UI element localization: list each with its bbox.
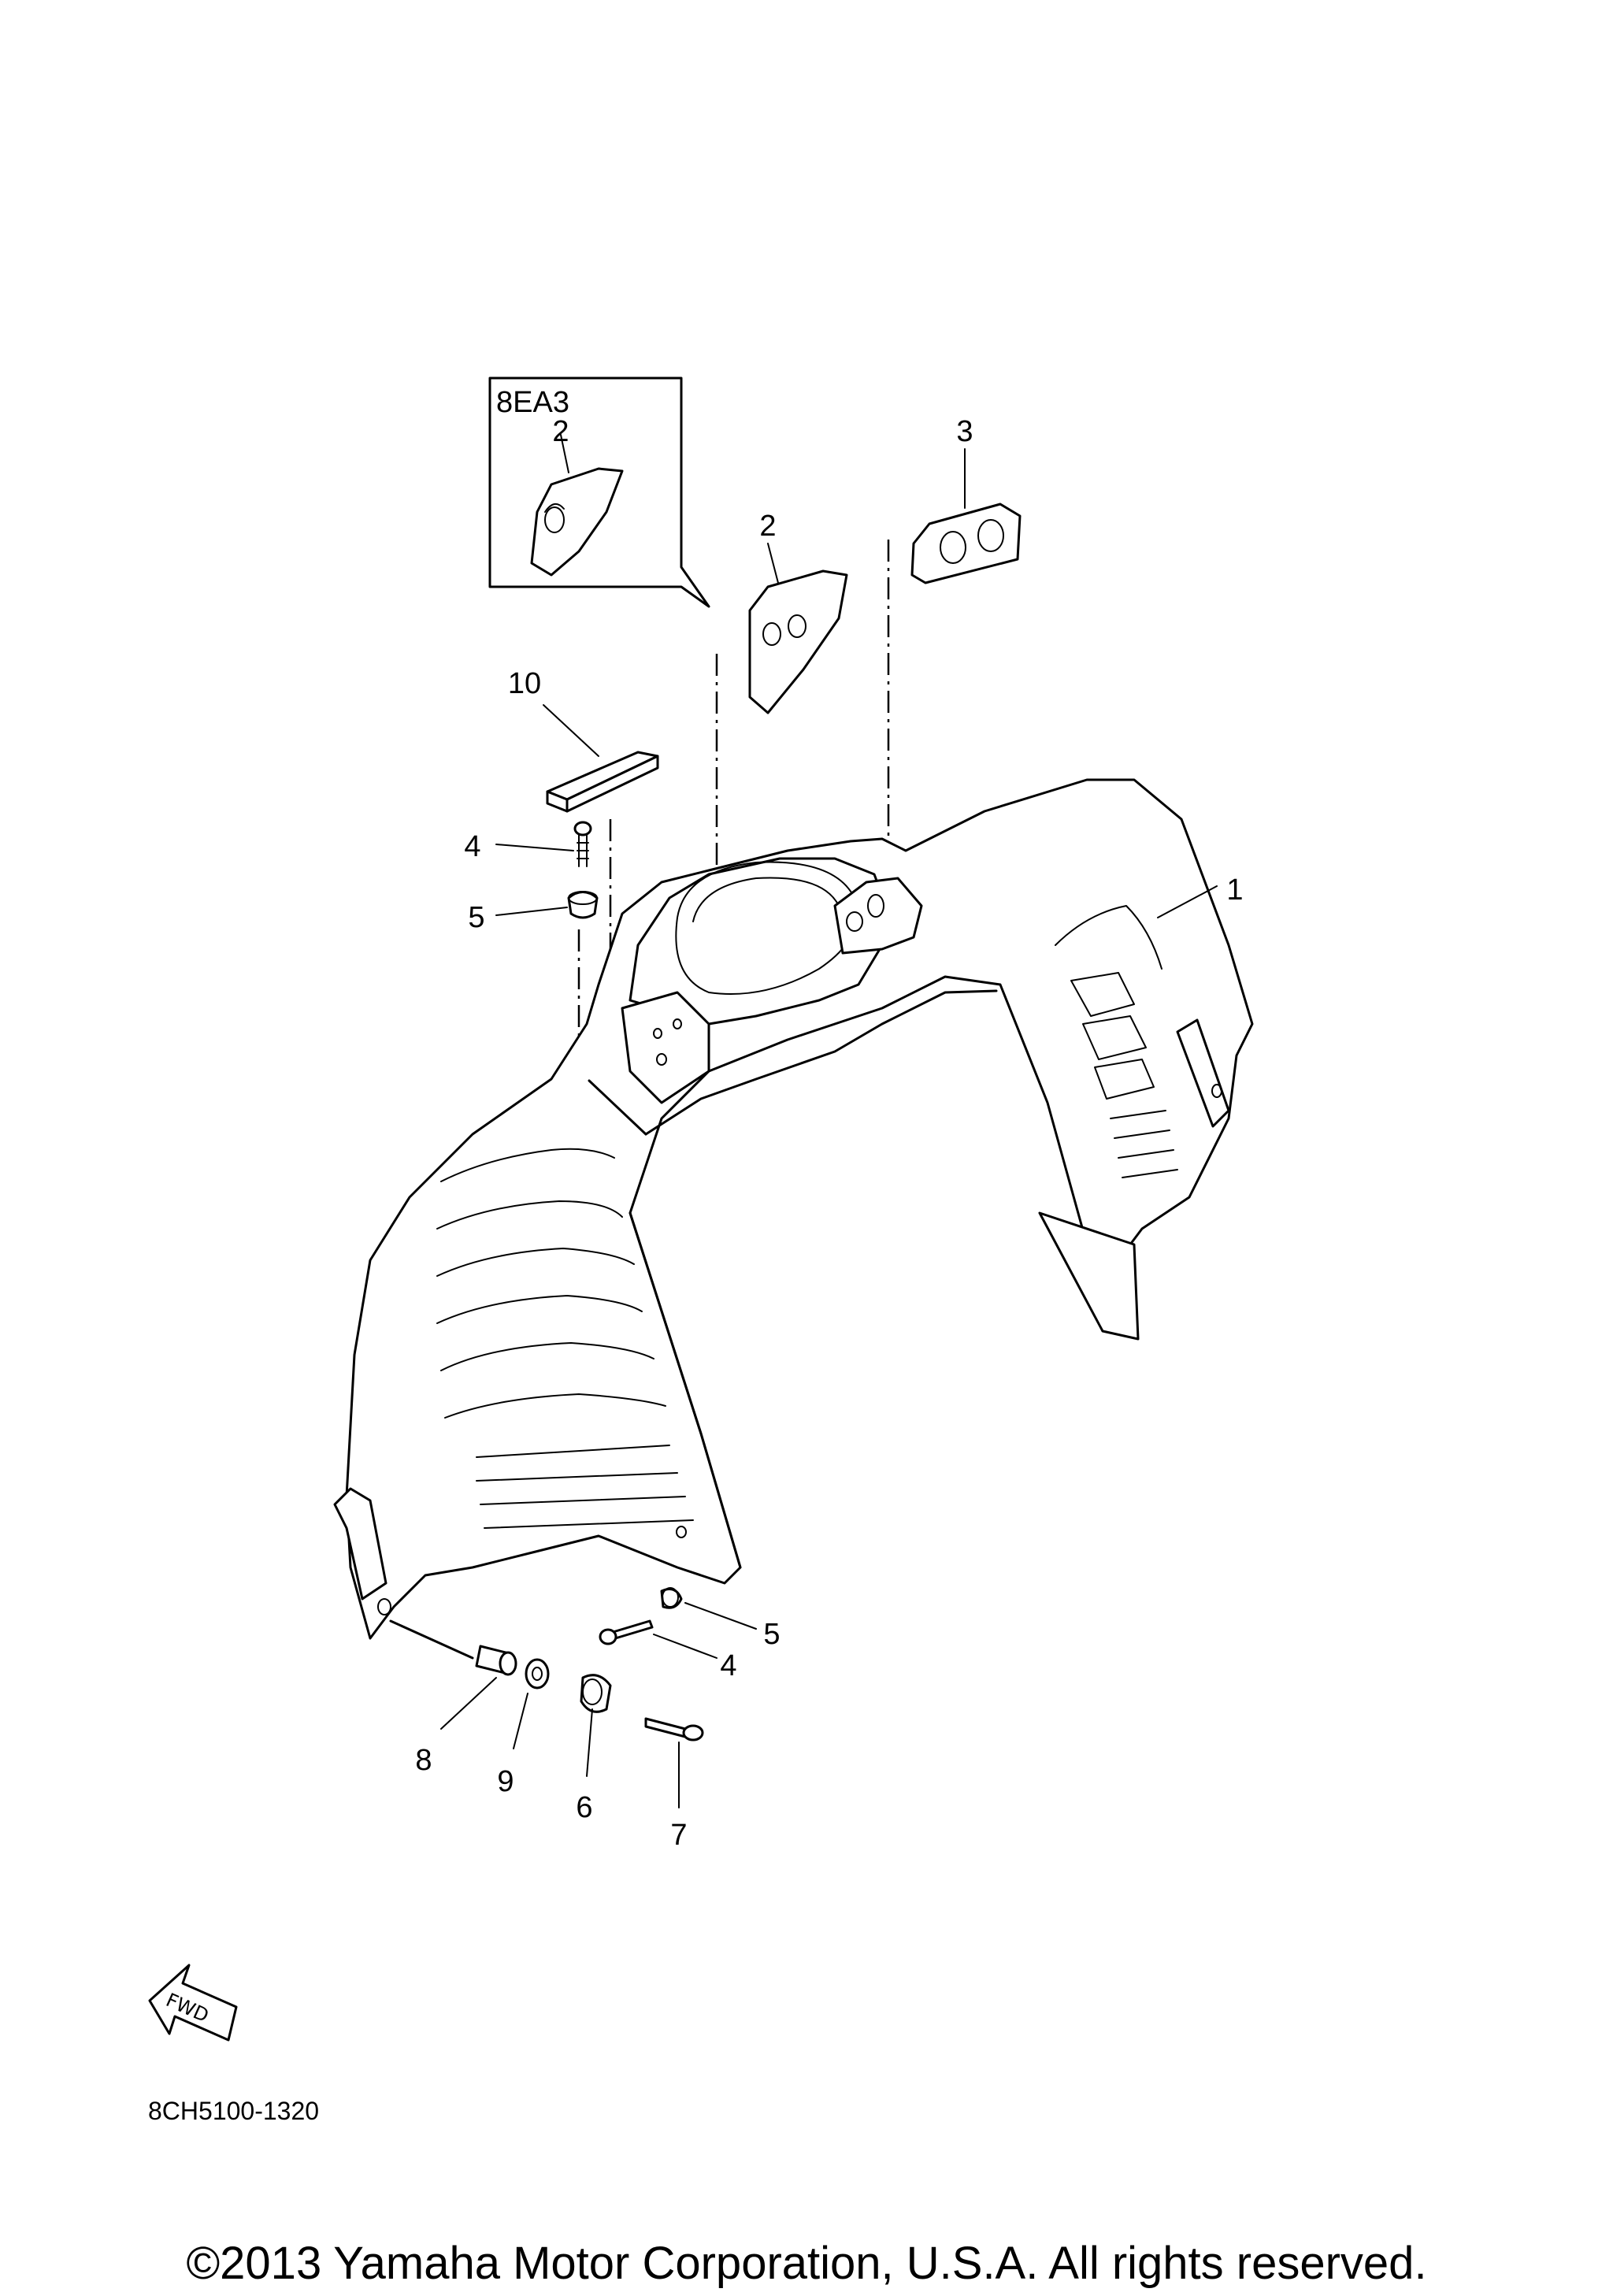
inset-part-number: 2: [552, 415, 569, 448]
inset-box: [488, 376, 710, 608]
callout-5-lower: 5: [763, 1618, 781, 1651]
fairing-body: [333, 778, 1254, 1640]
upper-fasteners: [495, 819, 612, 1071]
callout-4-lower: 4: [720, 1649, 737, 1682]
part-10-strip: [543, 704, 659, 813]
inset-model-label: 8EA3: [496, 386, 569, 419]
lower-fasteners: [389, 1587, 757, 1808]
fwd-arrow-icon: [148, 1964, 238, 2042]
callout-5-upper: 5: [468, 901, 485, 934]
callout-6: 6: [576, 1791, 593, 1824]
callout-2: 2: [759, 510, 777, 543]
callout-9: 9: [497, 1765, 514, 1798]
leader-part-1: [1157, 885, 1218, 918]
callout-10: 10: [507, 667, 542, 700]
part-3-plate: [887, 448, 1022, 929]
copyright-notice: ©2013 Yamaha Motor Corporation, U.S.A. A…: [186, 2238, 1427, 2289]
callout-8: 8: [415, 1744, 432, 1777]
callout-4-upper: 4: [464, 830, 481, 863]
diagram-code: 8CH5100-1320: [148, 2097, 320, 2125]
callout-1: 1: [1226, 874, 1244, 907]
callout-7: 7: [670, 1819, 688, 1852]
callout-3: 3: [956, 415, 973, 448]
